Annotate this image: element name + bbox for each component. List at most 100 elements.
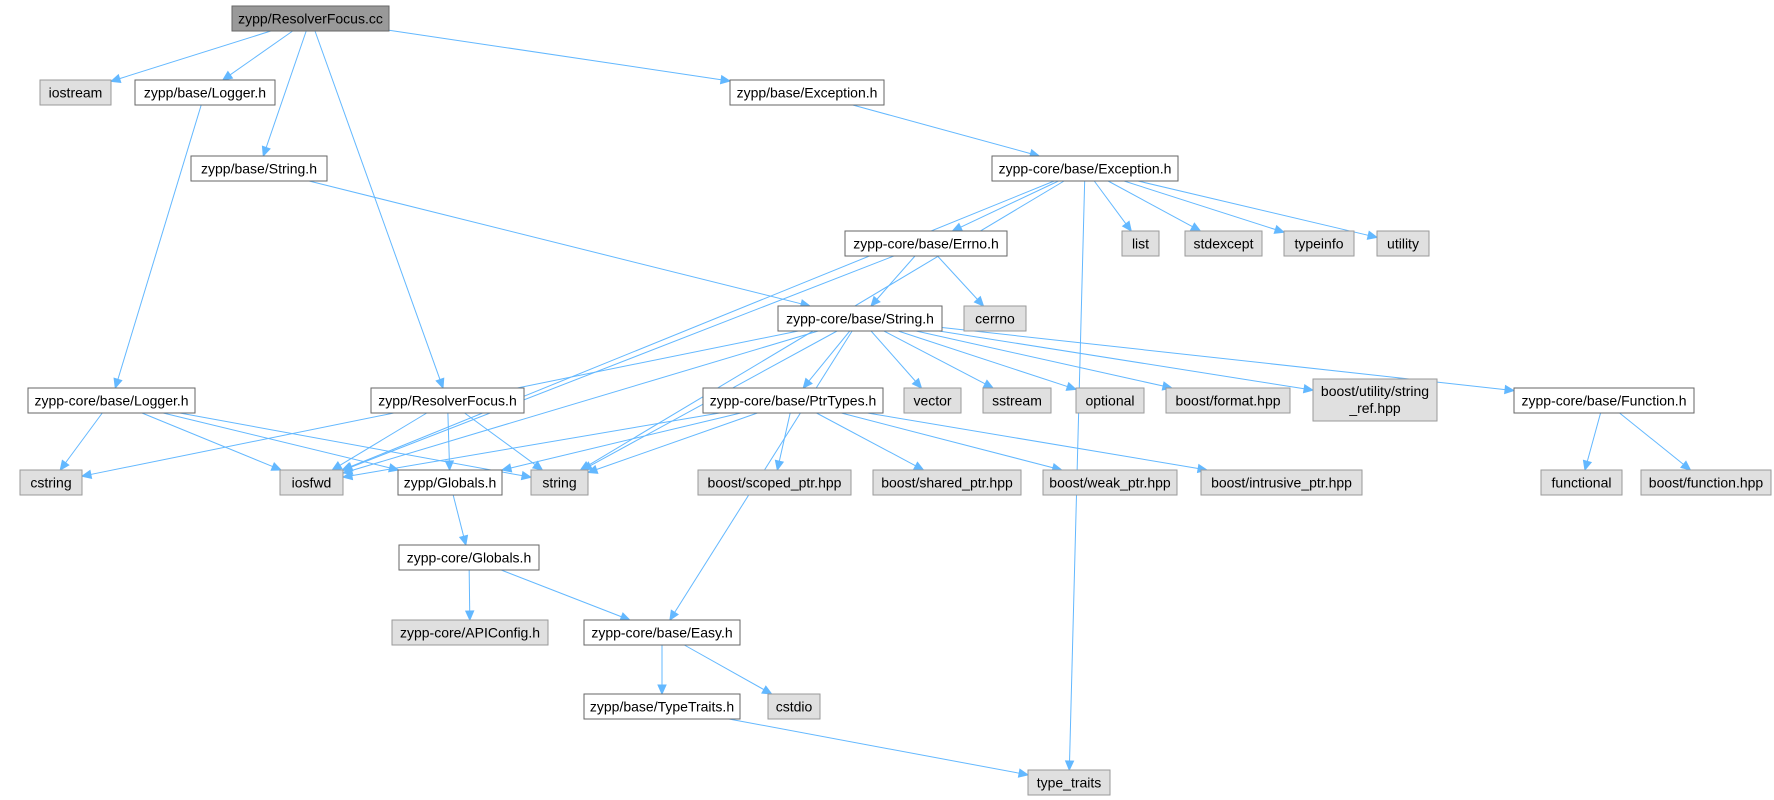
edge-arrowhead <box>270 461 283 471</box>
node-label: zypp-core/base/Logger.h <box>34 393 188 409</box>
edge-core_ptrtypes-to-boost_scoped <box>774 412 791 472</box>
node-box <box>19 469 83 496</box>
node-core_string[interactable]: zypp-core/base/String.h <box>777 305 943 332</box>
node-label: cstring <box>30 475 71 491</box>
edge-line <box>1093 180 1127 225</box>
node-box <box>1640 469 1772 496</box>
node-label: list <box>1132 236 1149 252</box>
node-box <box>583 693 741 720</box>
node-boost_string_ref: boost/utility/string_ref.hpp <box>1312 378 1438 422</box>
node-core_function[interactable]: zypp-core/base/Function.h <box>1513 387 1695 414</box>
edge-core_exception-to-core_errno <box>951 180 1059 232</box>
node-core_ptrtypes[interactable]: zypp-core/base/PtrTypes.h <box>702 387 884 414</box>
edge-line <box>350 180 1055 468</box>
node-base_logger[interactable]: zypp/base/Logger.h <box>134 79 276 106</box>
node-label: cerrno <box>975 311 1015 327</box>
edge-core_exception-to-stdexcept <box>1107 180 1202 232</box>
node-label: zypp/Globals.h <box>404 475 497 491</box>
node-box <box>39 79 112 106</box>
edge-arrowhead <box>59 459 70 471</box>
node-label: utility <box>1387 236 1419 252</box>
node-core_easy[interactable]: zypp-core/base/Easy.h <box>583 619 741 646</box>
node-base_exception[interactable]: zypp/base/Exception.h <box>729 79 885 106</box>
node-resolverfocus_cc[interactable]: zypp/ResolverFocus.cc <box>231 5 390 32</box>
node-box <box>991 155 1179 182</box>
edge-line <box>510 412 741 469</box>
edge-line <box>1123 180 1276 231</box>
edge-arrowhead <box>774 459 785 472</box>
node-iostream: iostream <box>39 79 112 106</box>
edge-line <box>808 330 851 382</box>
edge-core_ptrtypes-to-string <box>586 412 758 474</box>
node-core_globals[interactable]: zypp-core/Globals.h <box>398 544 540 571</box>
node-label: zypp/ResolverFocus.cc <box>238 11 383 27</box>
node-box <box>1540 469 1623 496</box>
edge-line <box>960 180 1059 228</box>
node-core_exception[interactable]: zypp-core/base/Exception.h <box>991 155 1179 182</box>
edge-core_easy-to-cstdio <box>684 644 773 695</box>
edge-line <box>728 718 1020 774</box>
node-label: zypp/ResolverFocus.h <box>378 393 517 409</box>
edge-line <box>500 569 622 618</box>
edge-resolverfocus_h-to-zypp_globals <box>444 412 455 472</box>
node-resolverfocus_h[interactable]: zypp/ResolverFocus.h <box>370 387 525 414</box>
edge-line <box>684 644 765 691</box>
edge-arrowhead <box>802 377 813 389</box>
edge-arrowhead <box>388 463 400 473</box>
edge-line <box>1137 180 1369 236</box>
node-core_logger[interactable]: zypp-core/base/Logger.h <box>27 387 196 414</box>
edge-core_errno-to-cerrno <box>937 255 985 307</box>
edge-arrowhead <box>951 222 964 232</box>
edge-line <box>179 412 523 477</box>
node-label: sstream <box>992 393 1042 409</box>
edge-arrowhead <box>1582 459 1593 472</box>
edge-arrowhead <box>1017 768 1030 778</box>
edge-line <box>876 255 916 300</box>
node-label: typeinfo <box>1294 236 1343 252</box>
edge-arrowhead <box>331 461 343 471</box>
node-string: string <box>530 469 589 496</box>
node-box <box>844 230 1008 257</box>
edge-line <box>1586 412 1602 462</box>
edge-arrowhead <box>464 610 475 622</box>
edge-layer <box>59 29 1692 778</box>
edge-line <box>852 104 1031 155</box>
node-optional: optional <box>1075 387 1145 414</box>
edge-line <box>141 412 273 468</box>
edge-arrowhead <box>1065 381 1078 391</box>
node-label: iosfwd <box>292 475 332 491</box>
edge-core_ptrtypes-to-iosfwd <box>341 412 720 481</box>
edge-resolverfocus_cc-to-base_exception <box>388 29 732 85</box>
node-box <box>190 155 328 182</box>
edge-line <box>915 330 1164 387</box>
edge-core_exception-to-typeinfo <box>1123 180 1286 234</box>
edge-arrowhead <box>973 295 985 307</box>
node-base_typetraits[interactable]: zypp/base/TypeTraits.h <box>583 693 741 720</box>
node-box <box>903 387 962 414</box>
node-label: boost/scoped_ptr.hpp <box>708 475 842 491</box>
edge-arrowhead <box>444 460 455 472</box>
edge-resolverfocus_cc-to-resolverfocus_h <box>314 30 445 390</box>
node-label: zypp-core/APIConfig.h <box>400 625 540 641</box>
node-zypp_globals[interactable]: zypp/Globals.h <box>397 469 503 496</box>
node-label: zypp-core/base/PtrTypes.h <box>710 393 877 409</box>
edge-line <box>117 104 202 380</box>
node-base_string[interactable]: zypp/base/String.h <box>190 155 328 182</box>
edge-line <box>867 412 1199 470</box>
edge-core_exception-to-list <box>1093 180 1132 232</box>
edge-core_logger-to-string <box>179 412 533 481</box>
edge-line <box>883 330 986 385</box>
edge-arrowhead <box>982 379 995 389</box>
edge-line <box>937 255 978 300</box>
edge-line <box>388 29 722 81</box>
edge-core_easy-to-base_typetraits <box>657 645 667 696</box>
node-box <box>530 469 589 496</box>
node-core_errno[interactable]: zypp-core/base/Errno.h <box>844 230 1008 257</box>
edge-base_exception-to-core_exception <box>852 104 1041 159</box>
edge-arrowhead <box>912 461 925 471</box>
edge-line <box>351 255 895 468</box>
node-box <box>1165 387 1291 414</box>
edge-arrowhead <box>341 470 354 481</box>
node-label: zypp/base/Logger.h <box>144 85 266 101</box>
